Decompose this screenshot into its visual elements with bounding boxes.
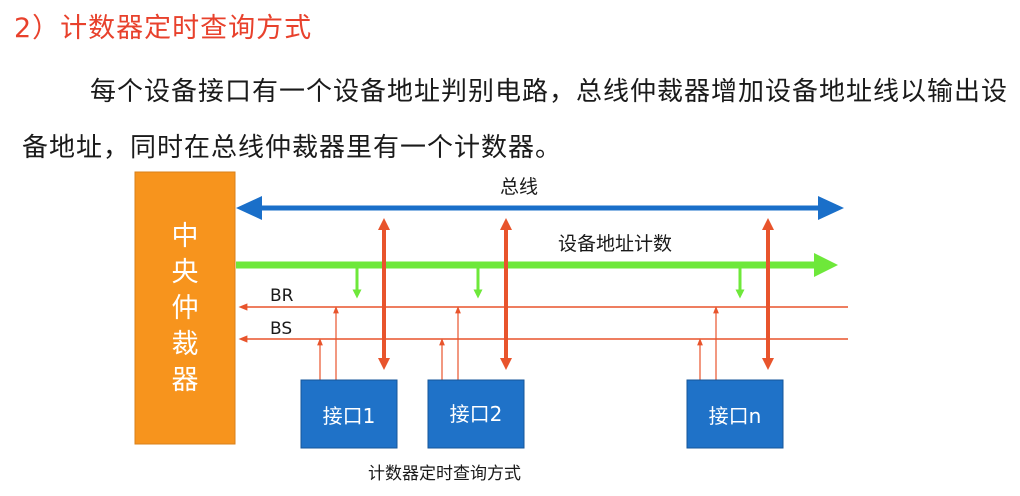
body-paragraph: 每个设备接口有一个设备地址判别电路，总线仲裁器增加设备地址线以输出设备地址，同时… [22,77,1009,163]
interface-label: 接口2 [450,402,503,426]
br-label: BR [270,286,294,306]
arbiter-char: 央 [172,257,199,288]
bus-label: 总线 [500,176,538,198]
bus-arrow [236,196,844,220]
interface-n: 接口n [686,379,784,449]
arbiter-char: 裁 [172,329,199,360]
interface-label: 接口n [709,404,762,428]
interface-1: 接口1 [300,379,398,449]
arbiter-char: 器 [172,365,199,396]
address-label: 设备地址计数 [558,233,672,255]
address-line [236,253,838,299]
interface-2: 接口2 [427,379,525,449]
bs-label: BS [270,319,292,339]
section-heading: 2）计数器定时查询方式 [14,13,313,44]
arbiter-char: 仲 [172,293,199,324]
central-arbiter: 中 央 仲 裁 器 [134,171,236,445]
diagram-caption: 计数器定时查询方式 [368,464,521,484]
interface-label: 接口1 [323,404,376,428]
bus-connections [378,218,774,370]
arbiter-char: 中 [172,221,199,252]
signal-arrows [317,306,719,380]
